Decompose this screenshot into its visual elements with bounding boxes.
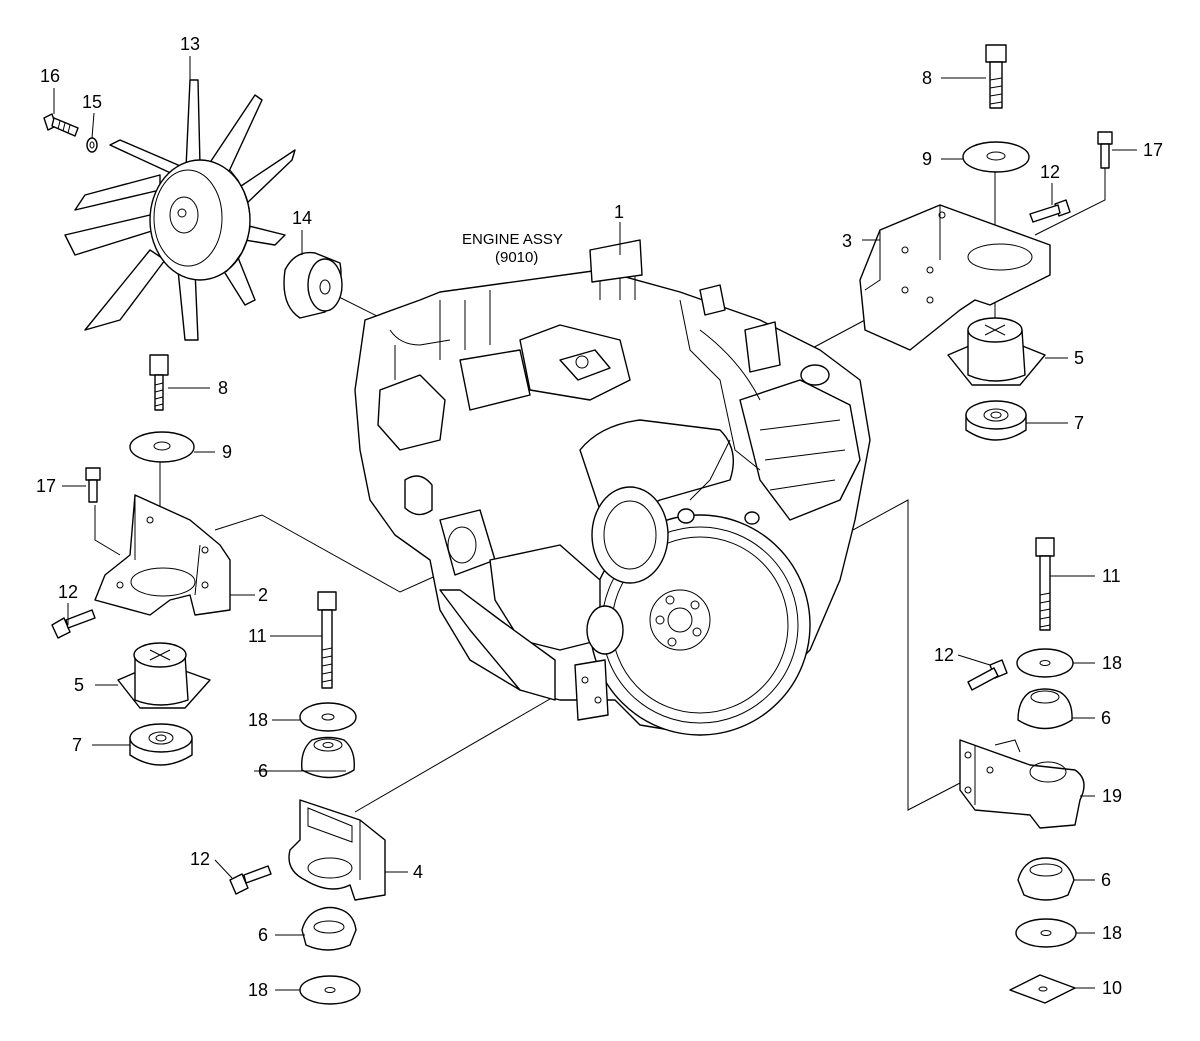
center-bolt-12 [229, 865, 272, 895]
right-bolt-12 [967, 659, 1008, 691]
leader-lines [53, 56, 1137, 991]
callout-9-left: 9 [222, 442, 232, 462]
center-cushion-6-bottom [301, 906, 357, 951]
callout-6-center-top: 6 [258, 761, 268, 781]
callout-15: 15 [82, 92, 102, 112]
assembly-title: ENGINE ASSY [462, 231, 563, 248]
fan-bolt [43, 113, 79, 137]
callouts: 1 2 3 4 5 5 6 6 6 6 7 7 8 8 9 9 10 11 11… [36, 34, 1163, 1000]
left-bolt-8 [149, 354, 169, 411]
right-bracket-3 [859, 204, 1051, 351]
callout-6-right-bottom: 6 [1101, 870, 1111, 890]
left-bolt-12 [51, 609, 96, 639]
callout-12-center: 12 [190, 849, 210, 869]
callout-16: 16 [40, 66, 60, 86]
right-cushion-6-bottom [1017, 857, 1075, 901]
callout-5-left: 5 [74, 675, 84, 695]
left-pad-7 [129, 723, 193, 766]
fan-washer [86, 137, 98, 153]
assembly-ref: (9010) [495, 249, 538, 266]
cooling-fan [64, 79, 296, 341]
center-bolt-11 [317, 591, 337, 689]
callout-4: 4 [413, 862, 423, 882]
callout-7-right: 7 [1074, 413, 1084, 433]
callout-6-center-bottom: 6 [258, 925, 268, 945]
right-plate-10 [1009, 974, 1076, 1004]
callout-1: 1 [614, 202, 624, 222]
right-washer-9 [962, 141, 1030, 173]
center-washer-18-top [299, 702, 357, 732]
left-bolt-17 [85, 467, 101, 503]
right-bolt-17 [1097, 131, 1113, 169]
callout-12-top-right: 12 [1040, 162, 1060, 182]
engine-assembly [354, 239, 871, 736]
callout-7-left: 7 [72, 735, 82, 755]
right-washer-18-bottom [1015, 918, 1077, 948]
callout-2: 2 [258, 585, 268, 605]
left-washer-9 [129, 431, 195, 463]
callout-8-left: 8 [218, 378, 228, 398]
callout-8-right: 8 [922, 68, 932, 88]
callout-3: 3 [842, 231, 852, 251]
callout-12-left: 12 [58, 582, 78, 602]
right-pad-7 [965, 400, 1027, 441]
right-cushion-6-top [1017, 688, 1073, 730]
right-mount-5 [947, 317, 1046, 386]
callout-17-right: 17 [1143, 140, 1163, 160]
callout-11-right: 11 [1102, 566, 1121, 586]
right-bolt-12-top [1029, 199, 1071, 223]
center-washer-18-bottom [299, 975, 361, 1005]
callout-10: 10 [1102, 978, 1122, 998]
callout-6-right-top: 6 [1101, 708, 1111, 728]
callout-12-right: 12 [934, 645, 954, 665]
right-bolt-8 [985, 44, 1007, 109]
right-bolt-11 [1035, 537, 1055, 631]
center-cushion-6-top [301, 736, 355, 779]
fan-spacer [283, 251, 343, 319]
callout-5-right: 5 [1074, 348, 1084, 368]
callout-17-left: 17 [36, 476, 56, 496]
right-bracket-19 [959, 739, 1085, 829]
left-bracket-2 [94, 494, 231, 616]
callout-18-center-top: 18 [248, 710, 268, 730]
callout-14: 14 [292, 208, 312, 228]
callout-11-center: 11 [248, 626, 267, 646]
callout-9-right: 9 [922, 149, 932, 169]
callout-18-right-bottom: 18 [1102, 923, 1122, 943]
right-washer-18-top [1016, 648, 1074, 678]
callout-18-right-top: 18 [1102, 653, 1122, 673]
center-bracket-4 [288, 799, 386, 901]
left-mount-5 [117, 642, 211, 709]
callout-19: 19 [1102, 786, 1122, 806]
callout-18-center-bottom: 18 [248, 980, 268, 1000]
callout-13: 13 [180, 34, 200, 54]
